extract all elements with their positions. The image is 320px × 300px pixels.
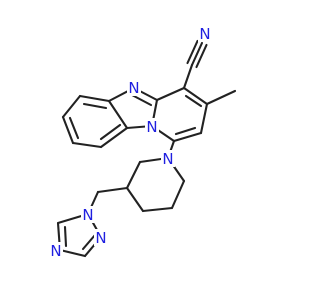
atom-label-n: N [128, 79, 139, 97]
bond-c5b-c6b-inner [68, 116, 80, 140]
atom-n-piperidine: N [161, 150, 175, 168]
bond-c2-c1 [172, 131, 203, 143]
atom-label-n: N [146, 118, 157, 136]
bond-c4-cnitrile [182, 63, 194, 90]
bond-c7b-c7a [99, 126, 129, 149]
bond-c5pip-c6pip [170, 179, 186, 210]
atom-label-layer: N N N N N N N [49, 25, 212, 260]
bond-c4-c3 [182, 86, 209, 106]
bond-c3-methyl [205, 89, 237, 106]
bond-nitrile-triple-a [190, 41, 204, 67]
bond-c6b-c7b [71, 141, 103, 149]
bond-nitrile-triple-b [195, 43, 208, 69]
bond-c5b-c6b [61, 115, 75, 145]
bond-c4-c3-inner [184, 94, 203, 108]
bond-c3a-c4b-inner [82, 102, 108, 110]
bond-c2pip-c3pip [125, 160, 142, 190]
structure-drawing: N N N N N N N [49, 25, 237, 260]
atom-label-n: N [199, 25, 210, 43]
bond-c7b-c7a-inner [99, 123, 122, 141]
bond-c4a-nimidazole-inner [130, 93, 153, 107]
bond-c3pip-c4pip [125, 186, 145, 213]
bond-c3-c2 [199, 102, 209, 135]
bond-c4a-c4 [155, 86, 186, 102]
atom-n-nitrile: N [198, 25, 212, 43]
bond-c3a-c4b [78, 94, 111, 103]
bond-c4pip-c5pip [141, 206, 174, 213]
bond-c3a-c7a [107, 99, 129, 130]
atom-n-triazole-1: N [81, 206, 95, 224]
bond-c4b-c5b [61, 94, 82, 119]
atom-label-n: N [82, 206, 93, 224]
atom-n-triazole-2: N [94, 229, 108, 247]
atom-label-n: N [95, 229, 106, 247]
atom-n-triazole-4: N [49, 242, 63, 260]
bond-nitrile-triple-c [186, 39, 199, 65]
atom-n-imidazole: N [127, 79, 141, 97]
atom-n-bridgehead: N [145, 118, 159, 136]
bond-n2-c3-inner [81, 233, 97, 251]
bond-c2-c1-inner [174, 126, 197, 136]
molecule-structure: N N N N N N N [49, 25, 237, 260]
atom-label-n: N [162, 150, 173, 168]
bond-n4-c5-inner [63, 225, 68, 248]
atom-label-n: N [50, 242, 61, 260]
bond-c3-n4 [58, 248, 87, 258]
bond-c3pip-ch2 [96, 186, 129, 194]
